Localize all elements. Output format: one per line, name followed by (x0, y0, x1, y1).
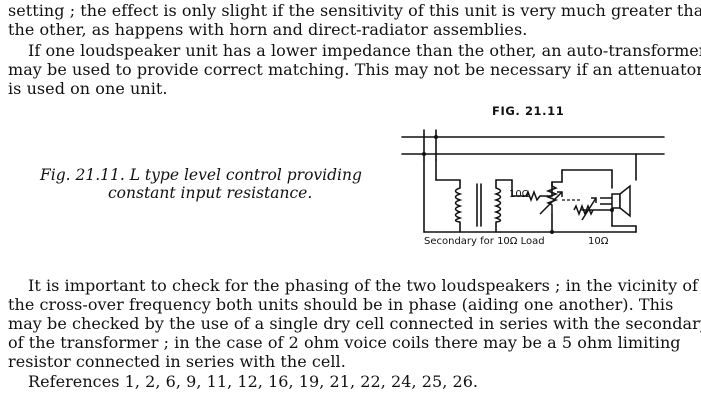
resistor-label-top: 10Ω (509, 189, 530, 200)
paragraph-line: If one loudspeaker unit has a lower impe… (28, 41, 701, 60)
references-line: References 1, 2, 6, 9, 11, 12, 16, 19, 2… (28, 372, 479, 391)
paragraph-line: setting ; the effect is only slight if t… (8, 1, 701, 20)
secondary-coil-icon (493, 187, 502, 223)
paragraph-line: the other, as happens with horn and dire… (8, 20, 528, 39)
paragraph-line: may be checked by the use of a single dr… (8, 314, 701, 333)
figure-id: FIG. 21.11 (492, 104, 565, 118)
primary-coil-icon (454, 187, 463, 223)
shunt-resistor-icon (539, 182, 563, 215)
resistor-label-bottom: 10Ω (588, 236, 609, 247)
paragraph-line: may be used to provide correct matching.… (8, 60, 701, 79)
paragraph-line: is used on one unit. (8, 79, 168, 98)
load-resistor-icon (573, 197, 597, 221)
junction-dots (422, 135, 614, 234)
paragraph-line: It is important to check for the phasing… (28, 276, 699, 295)
loudspeaker-icon (600, 184, 631, 218)
paragraph-line: resistor connected in series with the ce… (8, 352, 346, 371)
paragraph-line: of the transformer ; in the case of 2 oh… (8, 333, 681, 352)
secondary-label: Secondary for 10Ω Load (424, 236, 545, 247)
figure-caption-line2: constant input resistance. (108, 184, 313, 202)
figure-caption-line1: Fig. 21.11. L type level control providi… (40, 166, 362, 184)
paragraph-line: the cross-over frequency both units shou… (8, 295, 674, 314)
series-resistor-icon (525, 189, 541, 203)
